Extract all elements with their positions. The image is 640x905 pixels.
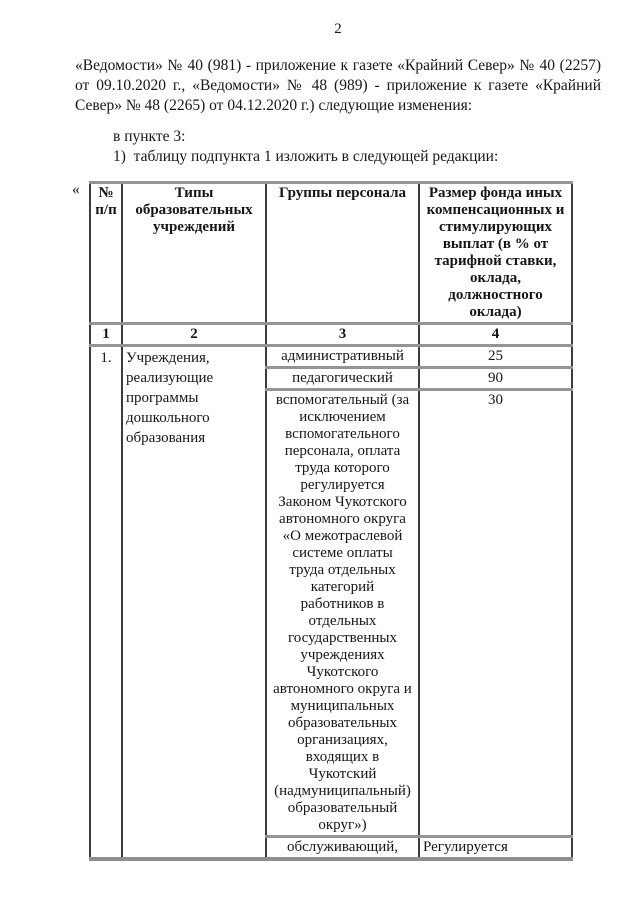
table-row: педагогический 90	[90, 366, 573, 391]
fund-value-cell: 25	[418, 344, 573, 369]
column-index-2: 2	[121, 322, 267, 347]
intro-paragraph: «Ведомости» № 40 (981) - приложение к га…	[75, 56, 601, 116]
column-index-3: 3	[265, 322, 420, 347]
subpoint-1-line: 1) таблицу подпункта 1 изложить в следую…	[113, 148, 499, 165]
table-header-row: № п/п Типы образовательных учреждений Гр…	[89, 181, 573, 325]
opening-quote-mark: «	[72, 181, 80, 198]
table-row: вспомогательный (за исключением вспомога…	[90, 388, 573, 838]
paragraph-line: Север» № 48 (2265) от 04.12.2020 г.) сле…	[75, 97, 473, 114]
table-row: обслуживающий, Регулируется	[90, 835, 573, 861]
personnel-group-cell: административный	[265, 344, 420, 369]
fund-value-cell: 30	[418, 388, 573, 838]
fund-value-cell: 90	[418, 366, 573, 391]
institution-type-cell: Учреждения, реализующие программы дошкол…	[121, 344, 267, 861]
col-header-institution-types: Типы образовательных учреждений	[121, 181, 267, 325]
personnel-group-cell: обслуживающий,	[265, 835, 420, 861]
col-header-personnel-groups: Группы персонала	[265, 181, 420, 325]
column-index-1: 1	[89, 322, 123, 347]
column-index-row: 1 2 3 4	[89, 322, 573, 347]
table-row: 1. Учреждения, реализующие программы дош…	[89, 344, 573, 861]
col-header-fund-size: Размер фонда иных компенсационных и стим…	[418, 181, 573, 325]
personnel-group-cell: педагогический	[265, 366, 420, 391]
col-header-row-number: № п/п	[89, 181, 123, 325]
column-index-4: 4	[418, 322, 573, 347]
personnel-group-cell: вспомогательный (за исключением вспомога…	[265, 388, 420, 838]
paragraph-line: «Ведомости» № 40 (981) - приложение к га…	[75, 57, 601, 74]
paragraph-line: от 09.10.2020 г., «Ведомости» № 48 (989)…	[75, 77, 601, 94]
page-number: 2	[334, 21, 342, 37]
row-number-cell: 1.	[89, 344, 123, 861]
compensation-fund-table: № п/п Типы образовательных учреждений Гр…	[89, 181, 573, 861]
fund-value-cell: Регулируется	[418, 835, 573, 861]
point-3-line: в пункте 3:	[113, 128, 186, 145]
